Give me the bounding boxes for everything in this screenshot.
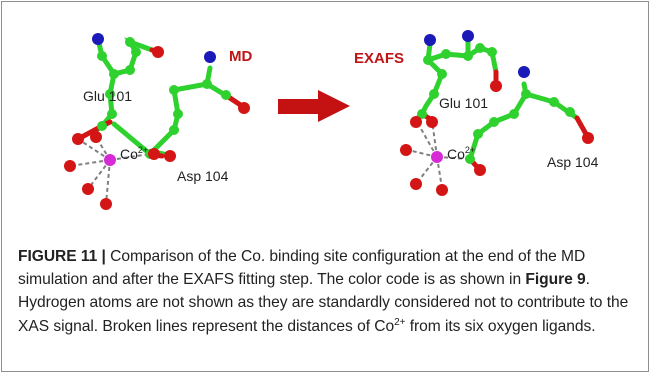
exafs-residue-asp: Asp 104 xyxy=(547,154,599,170)
exafs-carbon-atoms xyxy=(417,43,575,164)
caption-text-3: from its six oxygen ligands. xyxy=(405,317,596,335)
caption-text-1: Comparison of the Co. binding site confi… xyxy=(18,248,586,289)
exafs-structure xyxy=(400,30,594,196)
exafs-ion-label: Co2+ xyxy=(447,145,475,162)
caption-figure-ref: Figure 9 xyxy=(525,271,586,289)
md-residue-glu: Glu 101 xyxy=(83,88,132,104)
md-ion-label: Co2+ xyxy=(120,145,148,162)
caption-text-2: . Hydrogen atoms are not shown as they a… xyxy=(18,271,629,335)
transition-arrow xyxy=(278,90,350,122)
md-nitrogen-atoms xyxy=(92,33,216,63)
md-structure xyxy=(64,33,250,210)
md-carbon-atoms xyxy=(97,37,231,159)
exafs-tag: EXAFS xyxy=(354,50,404,67)
md-tag: MD xyxy=(229,48,252,65)
caption-label: FIGURE 11 | xyxy=(18,248,106,265)
figure-panel: MD Glu 101 Asp 104 Co2+ xyxy=(64,30,599,210)
exafs-residue-glu: Glu 101 xyxy=(439,95,488,111)
exafs-oxygen-atoms xyxy=(400,80,594,196)
md-oxygen-atoms xyxy=(64,46,250,210)
caption-superscript: 2+ xyxy=(394,316,406,328)
figure-caption: FIGURE 11 | Comparison of the Co. bindin… xyxy=(18,245,642,338)
exafs-nitrogen-atoms xyxy=(424,30,530,78)
md-cobalt-ion xyxy=(104,154,116,166)
md-residue-asp: Asp 104 xyxy=(177,168,229,184)
exafs-cobalt-ion xyxy=(431,151,443,163)
